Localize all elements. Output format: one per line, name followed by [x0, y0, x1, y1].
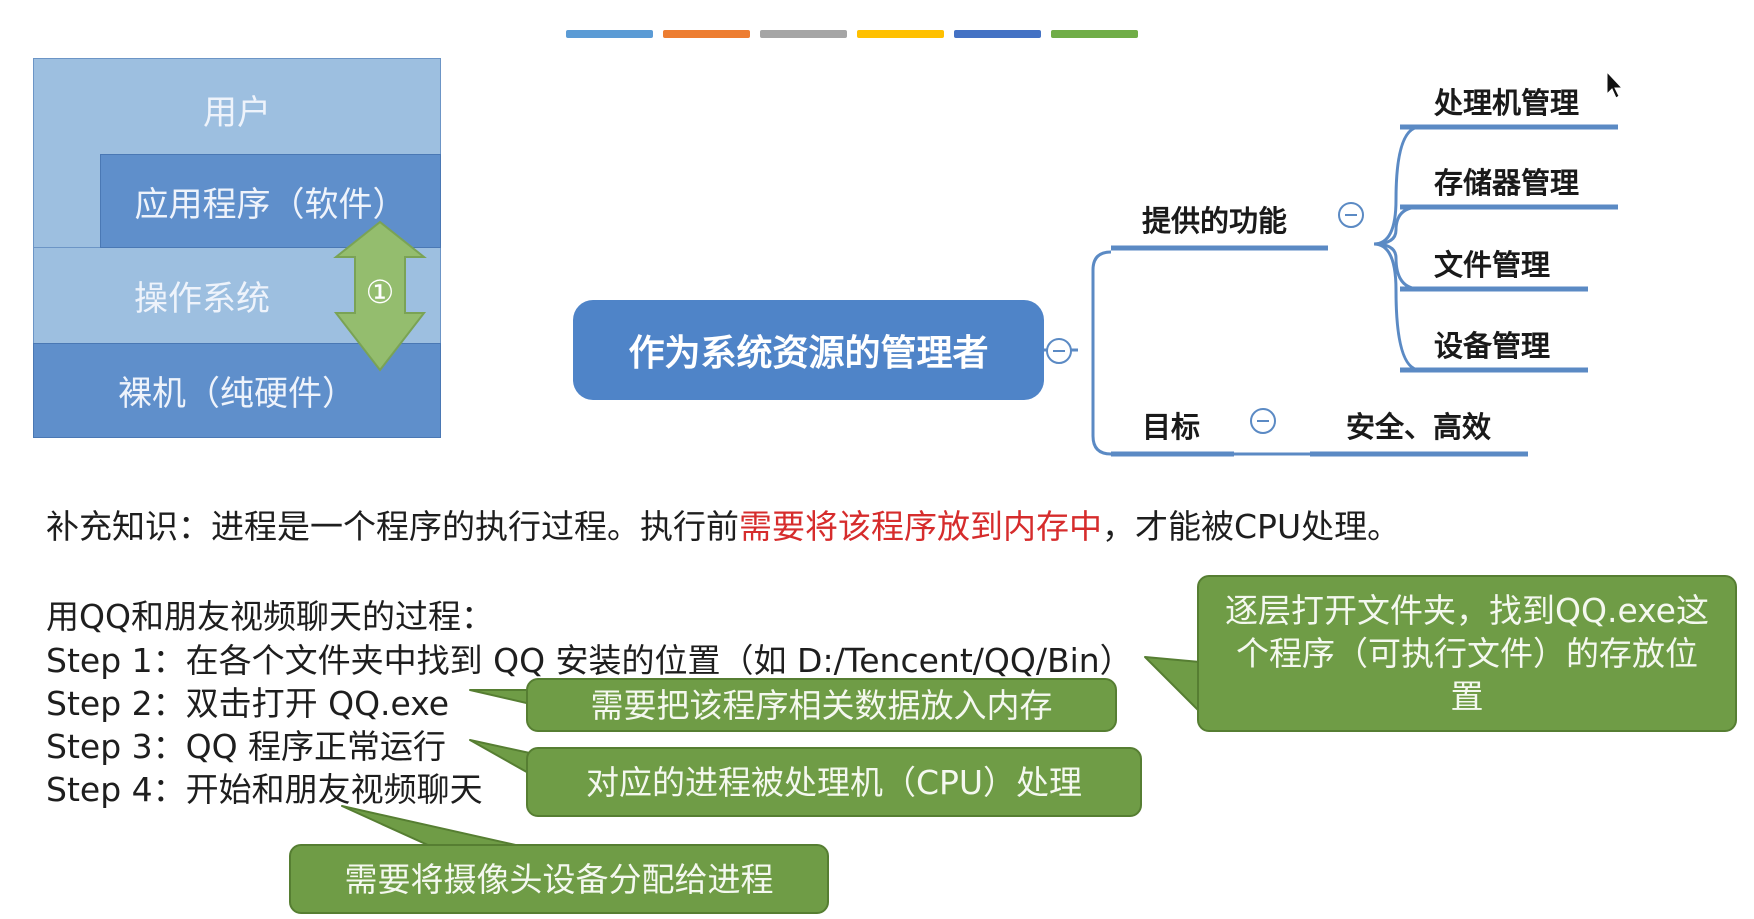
collapse-root-icon[interactable]	[1046, 338, 1072, 364]
supplement-prefix: 补充知识：进程是一个程序的执行过程。执行前	[46, 507, 739, 546]
supplement-suffix: ，才能被CPU处理。	[1102, 507, 1401, 546]
branch-goal[interactable]: 目标	[1142, 410, 1201, 444]
step-2: Step 2：双击打开 QQ.exe	[46, 684, 450, 723]
leaf-goal-value[interactable]: 安全、高效	[1346, 410, 1492, 444]
color-strip-4	[857, 30, 944, 38]
color-strip-1	[566, 30, 653, 38]
callout-camera: 需要将摄像头设备分配给进程	[289, 844, 829, 914]
collapse-goal-icon[interactable]	[1250, 408, 1276, 434]
callout-cpu-text: 对应的进程被处理机（CPU）处理	[585, 762, 1083, 802]
callout-camera-text: 需要将摄像头设备分配给进程	[344, 859, 774, 899]
callout-memory: 需要把该程序相关数据放入内存	[526, 678, 1117, 732]
leaf-cpu-management[interactable]: 处理机管理	[1434, 86, 1580, 120]
mindmap-root[interactable]: 作为系统资源的管理者	[573, 300, 1044, 400]
mindmap-root-label: 作为系统资源的管理者	[628, 333, 989, 374]
layer-user-label: 用户	[203, 93, 271, 133]
collapse-functions-icon[interactable]	[1338, 202, 1364, 228]
branch-functions[interactable]: 提供的功能	[1142, 204, 1288, 238]
layer-hardware: 裸机（纯硬件）	[33, 343, 441, 438]
color-strip-6	[1051, 30, 1138, 38]
layer-application-label: 应用程序（软件）	[134, 184, 407, 225]
supplement-text: 补充知识：进程是一个程序的执行过程。执行前需要将该程序放到内存中，才能被CPU处…	[46, 500, 1400, 548]
callout-file-location-text: 逐层打开文件夹，找到QQ.exe这个程序（可执行文件）的存放位置	[1225, 591, 1709, 716]
step-1: Step 1：在各个文件夹中找到 QQ 安装的位置（如 D:/Tencent/Q…	[46, 641, 1133, 680]
step-3: Step 3：QQ 程序正常运行	[46, 727, 447, 766]
callout-file-location: 逐层打开文件夹，找到QQ.exe这个程序（可执行文件）的存放位置	[1197, 575, 1737, 732]
color-strip-2	[663, 30, 750, 38]
color-strip-3	[760, 30, 847, 38]
leaf-memory-management[interactable]: 存储器管理	[1434, 166, 1580, 200]
leaf-file-management[interactable]: 文件管理	[1434, 248, 1551, 282]
layer-os-label: 操作系统	[134, 279, 270, 319]
color-strip-5	[954, 30, 1041, 38]
layer-hardware-label: 裸机（纯硬件）	[118, 374, 356, 414]
callout-cpu: 对应的进程被处理机（CPU）处理	[526, 747, 1142, 817]
callout-memory-text: 需要把该程序相关数据放入内存	[590, 685, 1053, 725]
supplement-highlight: 需要将该程序放到内存中	[739, 507, 1102, 546]
interface-marker: ①	[365, 273, 395, 311]
process-heading: 用QQ和朋友视频聊天的过程：	[46, 597, 494, 636]
step-4: Step 4：开始和朋友视频聊天	[46, 770, 483, 809]
leaf-device-management[interactable]: 设备管理	[1434, 329, 1551, 363]
